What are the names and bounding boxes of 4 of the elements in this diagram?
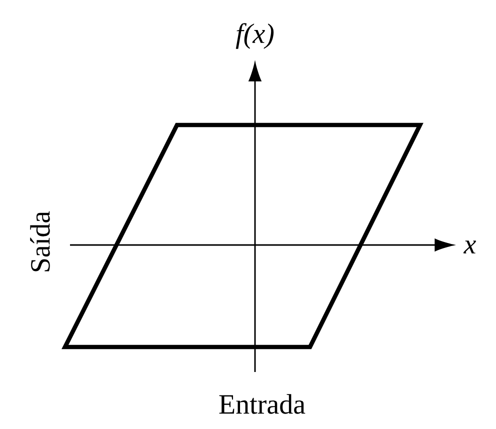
axis-label: f(x) xyxy=(236,23,274,49)
axis-label: Entrada xyxy=(219,394,306,414)
axis-label: x xyxy=(463,240,476,254)
axis-label: Saída xyxy=(30,211,50,272)
